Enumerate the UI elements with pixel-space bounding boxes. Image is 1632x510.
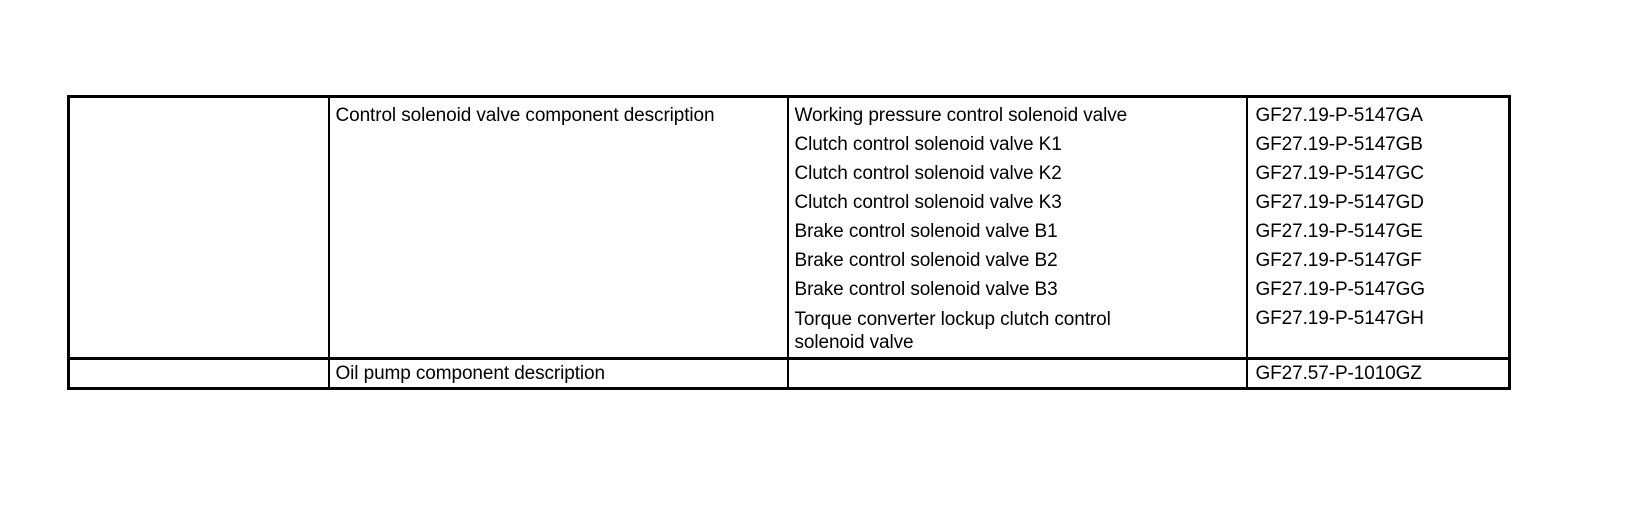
- list-item: Clutch control solenoid valve K3: [794, 192, 1062, 213]
- list-item: Working pressure control solenoid valve: [794, 105, 1128, 126]
- row1-group-label: Control solenoid valve component descrip…: [335, 105, 715, 126]
- document-code: GF27.19-P-5147GC: [1255, 163, 1425, 184]
- row1-category-label: [70, 98, 328, 101]
- list-item: Brake control solenoid valve B2: [794, 250, 1058, 271]
- component-entry-list: Working pressure control solenoid valve …: [789, 98, 1246, 354]
- row1-document-code-cell: GF27.19-P-5147GA GF27.19-P-5147GB GF27.1…: [1245, 95, 1511, 360]
- row2-category-cell: [67, 357, 329, 390]
- component-description-table: Control solenoid valve component descrip…: [67, 95, 1511, 390]
- document-code: GF27.19-P-5147GE: [1255, 221, 1423, 242]
- row2-component-label: [789, 360, 1246, 361]
- list-item: Brake control solenoid valve B3: [794, 279, 1058, 300]
- row2-group-label: Oil pump component description: [335, 363, 606, 384]
- document-code: GF27.57-P-1010GZ: [1255, 363, 1422, 384]
- document-code: GF27.19-P-5147GA: [1255, 105, 1423, 126]
- table-row: Control solenoid valve component descrip…: [67, 95, 1511, 360]
- document-code-list: GF27.19-P-5147GA GF27.19-P-5147GB GF27.1…: [1248, 98, 1509, 333]
- row1-group-cell: Control solenoid valve component descrip…: [327, 95, 788, 360]
- row2-component-list-cell: [786, 357, 1247, 390]
- list-item: Clutch control solenoid valve K2: [794, 163, 1062, 184]
- row1-component-list-cell: Working pressure control solenoid valve …: [786, 95, 1247, 360]
- document-code: GF27.19-P-5147GF: [1255, 250, 1422, 271]
- document-code: GF27.19-P-5147GH: [1255, 308, 1425, 329]
- document-code: GF27.19-P-5147GB: [1255, 134, 1423, 155]
- row2-group-cell: Oil pump component description: [327, 357, 788, 390]
- row2-document-code-cell: GF27.57-P-1010GZ: [1245, 357, 1511, 390]
- row1-category-cell: [67, 95, 329, 360]
- list-item: Clutch control solenoid valve K1: [794, 134, 1062, 155]
- row2-category-label: [70, 360, 328, 361]
- list-item: Torque converter lockup clutch control s…: [794, 309, 1111, 353]
- document-code: GF27.19-P-5147GG: [1255, 279, 1426, 300]
- document-code: GF27.19-P-5147GD: [1255, 192, 1425, 213]
- table-row: Oil pump component description GF27.57-P…: [67, 357, 1511, 390]
- list-item: Brake control solenoid valve B1: [794, 221, 1058, 242]
